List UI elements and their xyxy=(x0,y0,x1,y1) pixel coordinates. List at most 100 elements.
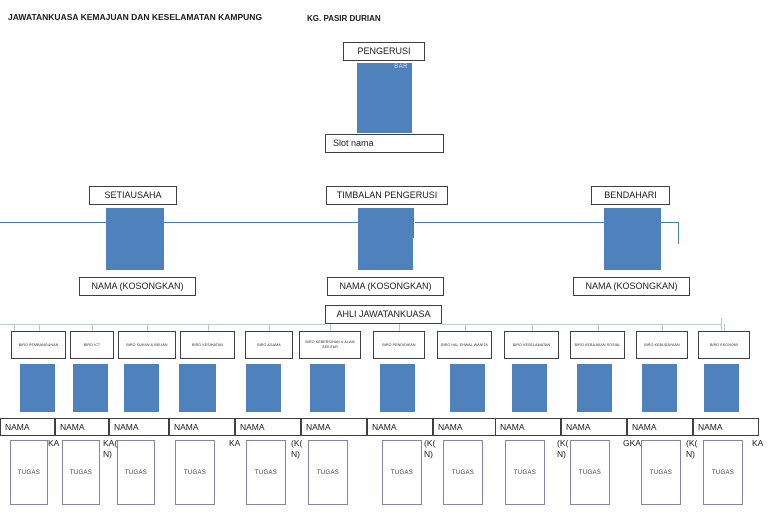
officer-shape-timbalan[interactable] xyxy=(358,208,413,270)
bureau-box[interactable]: BIRO PENDIDIKAN xyxy=(373,331,425,359)
name-overflow-fragment: (K( N) xyxy=(557,438,569,459)
name-overflow-fragment: KA(K N) xyxy=(103,438,123,459)
bureau-box[interactable]: BIRO KEBAJIKAN SOSIAL xyxy=(570,331,625,359)
bureau-task-box[interactable]: TUGAS xyxy=(117,440,155,505)
bureau-shape[interactable] xyxy=(380,364,415,412)
bureau-task-box[interactable]: TUGAS xyxy=(382,440,422,505)
bureau-task-label: TUGAS xyxy=(513,469,537,476)
bureau-name-box[interactable]: NAMA xyxy=(235,418,301,436)
bureau-task-box[interactable]: TUGAS xyxy=(10,440,48,505)
bureau-box[interactable]: BIRO EKONOMI xyxy=(698,331,750,359)
bureau-task-label: TUGAS xyxy=(390,469,414,476)
bureau-task-box[interactable]: TUGAS xyxy=(308,440,348,505)
bureau-box[interactable]: BIRO KESELAMATAN xyxy=(504,331,559,359)
officer-name-bendahari[interactable]: NAMA (KOSONGKAN) xyxy=(573,277,690,296)
name-overflow-fragment: (K( N) xyxy=(291,438,303,459)
bureau-shape[interactable] xyxy=(124,364,159,412)
bureau-name-box[interactable]: NAMA xyxy=(367,418,433,436)
bureau-drop-line xyxy=(399,324,400,331)
role-box-pengerusi[interactable]: PENGERUSI xyxy=(343,42,425,61)
chairman-name-slot[interactable]: Slot nama xyxy=(325,134,444,153)
bureau-shape[interactable] xyxy=(73,364,108,412)
bureau-task-box[interactable]: TUGAS xyxy=(175,440,215,505)
bureau-box[interactable]: BIRO KEBUDAYAAN xyxy=(636,331,688,359)
members-drop-1 xyxy=(14,324,15,332)
bureau-shape[interactable] xyxy=(310,364,345,412)
bureau-shape[interactable] xyxy=(642,364,677,412)
bureau-name-label: NAMA xyxy=(372,422,397,432)
chairman-shape[interactable]: BAR xyxy=(357,63,412,133)
officer-shape-setiausaha[interactable] xyxy=(106,208,164,270)
bureau-label: BIRO HAL EHWAL WANITA xyxy=(441,342,488,347)
bureau-task-box[interactable]: TUGAS xyxy=(443,440,483,505)
bureau-task-label: TUGAS xyxy=(451,469,475,476)
bureau-label: BIRO EKONOMI xyxy=(710,342,738,347)
bureau-name-box[interactable]: NAMA xyxy=(433,418,499,436)
bureau-drop-line xyxy=(662,324,663,331)
bureau-label: BIRO AGAMA xyxy=(257,342,281,347)
members-header-box[interactable]: AHLI JAWATANKUASA xyxy=(325,305,442,324)
bureau-drop-line xyxy=(269,324,270,331)
bureau-name-box[interactable]: NAMA xyxy=(693,418,759,436)
bureau-task-box[interactable]: TUGAS xyxy=(62,440,100,505)
bureau-task-box[interactable]: TUGAS xyxy=(703,440,743,505)
bureau-name-label: NAMA xyxy=(5,422,30,432)
bureau-box[interactable]: BIRO ICT xyxy=(70,331,114,359)
bureau-name-box[interactable]: NAMA xyxy=(169,418,235,436)
bureau-shape[interactable] xyxy=(179,364,216,412)
bureau-shape[interactable] xyxy=(704,364,739,412)
document-subtitle: KG. PASIR DURIAN xyxy=(307,14,381,23)
bureau-drop-line xyxy=(724,324,725,331)
officer-shape-bendahari[interactable] xyxy=(604,208,661,270)
bureau-shape[interactable] xyxy=(577,364,612,412)
name-overflow-fragment: (K( N) xyxy=(686,438,698,459)
name-overflow-fragment: KA xyxy=(48,438,60,448)
bureau-name-box[interactable]: NAMA xyxy=(561,418,627,436)
bureau-box[interactable]: BIRO SUKAN & BELIAN xyxy=(118,331,176,359)
bureau-name-label: NAMA xyxy=(306,422,331,432)
bureau-name-box[interactable]: NAMA xyxy=(0,418,55,436)
bureau-name-box[interactable]: NAMA xyxy=(301,418,367,436)
name-overflow-fragment: KA xyxy=(752,438,764,448)
bureau-box[interactable]: BIRO PEMBANGUNAN xyxy=(11,331,66,359)
role-box-bendahari[interactable]: BENDAHARI xyxy=(591,186,670,205)
bar-tag-label: BAR xyxy=(394,64,408,70)
bureau-task-box[interactable]: TUGAS xyxy=(505,440,545,505)
bureau-task-label: TUGAS xyxy=(17,469,41,476)
bureau-shape[interactable] xyxy=(20,364,55,412)
bureau-task-box[interactable]: TUGAS xyxy=(246,440,286,505)
connector-line-left-bus xyxy=(0,222,192,223)
bureau-drop-line xyxy=(147,324,148,331)
bureau-label: BIRO KEBERSIHAN & ALAM SEKITAR xyxy=(305,340,355,349)
bureau-name-label: NAMA xyxy=(632,422,657,432)
bureau-box[interactable]: BIRO KESIHATAN xyxy=(180,331,235,359)
bureau-shape[interactable] xyxy=(246,364,281,412)
members-bus-left xyxy=(0,324,325,325)
officer-name-timbalan[interactable]: NAMA (KOSONGKAN) xyxy=(327,277,444,296)
bureau-name-box[interactable]: NAMA xyxy=(495,418,561,436)
name-overflow-fragment: KA xyxy=(229,438,241,448)
bureau-label: BIRO SUKAN & BELIAN xyxy=(126,342,168,347)
officer-name-setiausaha[interactable]: NAMA (KOSONGKAN) xyxy=(79,277,196,296)
bureau-name-box[interactable]: NAMA xyxy=(55,418,109,436)
bureau-task-box[interactable]: TUGAS xyxy=(641,440,681,505)
bureau-box[interactable]: BIRO HAL EHWAL WANITA xyxy=(437,331,492,359)
bureau-label: BIRO PEMBANGUNAN xyxy=(18,342,59,347)
connector-line-mid-right xyxy=(415,222,605,223)
bureau-drop-line xyxy=(38,324,40,331)
name-overflow-fragment: (K( N) xyxy=(424,438,436,459)
bureau-box[interactable]: BIRO AGAMA xyxy=(245,331,293,359)
bureau-name-label: NAMA xyxy=(438,422,463,432)
bureau-shape[interactable] xyxy=(512,364,547,412)
document-title: JAWATANKUASA KEMAJUAN DAN KESELAMATAN KA… xyxy=(8,12,263,22)
connector-line-right-bus xyxy=(660,222,679,223)
bureau-name-box[interactable]: NAMA xyxy=(627,418,693,436)
bureau-task-box[interactable]: TUGAS xyxy=(570,440,610,505)
role-box-timbalan-pengerusi[interactable]: TIMBALAN PENGERUSI xyxy=(326,186,448,205)
bureau-task-label: TUGAS xyxy=(316,469,340,476)
bureau-box[interactable]: BIRO KEBERSIHAN & ALAM SEKITAR xyxy=(299,331,361,359)
role-box-setiausaha[interactable]: SETIAUSAHA xyxy=(89,186,177,205)
bureau-name-box[interactable]: NAMA xyxy=(109,418,169,436)
bureau-shape[interactable] xyxy=(450,364,485,412)
